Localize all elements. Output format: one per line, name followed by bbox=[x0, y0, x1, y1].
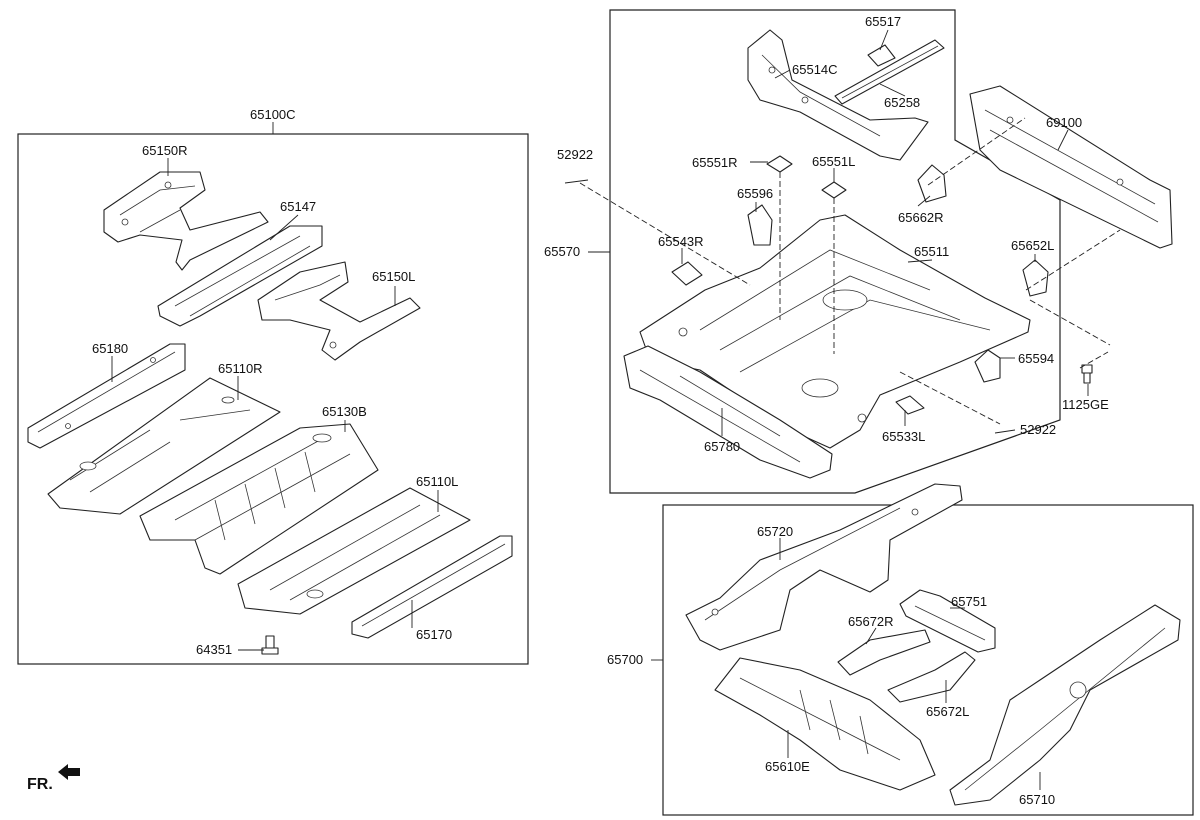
part-65672R bbox=[837, 629, 931, 676]
label-65110L: 65110L bbox=[416, 474, 459, 489]
part-65180 bbox=[27, 343, 186, 449]
label-65258: 65258 bbox=[884, 95, 921, 110]
label-65672L: 65672L bbox=[926, 704, 970, 719]
label-65170: 65170 bbox=[416, 627, 453, 642]
label-65110R: 65110R bbox=[218, 361, 263, 376]
part-52922-b bbox=[994, 429, 1016, 434]
label-65710: 65710 bbox=[1019, 792, 1056, 807]
label-65150R: 65150R bbox=[142, 143, 188, 158]
label-65180: 65180 bbox=[92, 341, 129, 356]
part-65258 bbox=[834, 39, 945, 105]
part-65652L bbox=[1022, 259, 1049, 297]
label-65672R: 65672R bbox=[848, 614, 894, 629]
label-65130B: 65130B bbox=[322, 404, 367, 419]
label-65652L: 65652L bbox=[1011, 238, 1055, 253]
label-65596: 65596 bbox=[737, 186, 774, 201]
part-65150R bbox=[103, 171, 269, 271]
part-65147 bbox=[157, 225, 323, 327]
label-65700: 65700 bbox=[607, 652, 644, 667]
label-52922-b: 52922 bbox=[1020, 422, 1057, 437]
part-65672L bbox=[887, 651, 976, 703]
label-65610E: 65610E bbox=[765, 759, 810, 774]
part-65517 bbox=[867, 44, 896, 67]
label-65514C: 65514C bbox=[792, 62, 838, 77]
part-65720 bbox=[685, 483, 963, 651]
part-65596 bbox=[747, 204, 773, 246]
part-65610E bbox=[714, 657, 936, 791]
label-65100C: 65100C bbox=[250, 107, 296, 122]
label-1125GE: 1125GE bbox=[1062, 397, 1109, 412]
label-65517: 65517 bbox=[865, 14, 902, 29]
rear-floor-frame bbox=[609, 9, 1061, 494]
part-65551L bbox=[821, 181, 847, 199]
label-65551L: 65551L bbox=[812, 154, 856, 169]
part-65543R bbox=[671, 261, 703, 286]
part-65514C bbox=[747, 29, 929, 161]
label-65543R: 65543R bbox=[658, 234, 704, 249]
label-65150L: 65150L bbox=[372, 269, 416, 284]
label-65511: 65511 bbox=[914, 244, 950, 259]
part-64351 bbox=[261, 635, 279, 655]
label-65751: 65751 bbox=[951, 594, 988, 609]
label-65551R: 65551R bbox=[692, 155, 738, 170]
part-65130B bbox=[139, 423, 379, 575]
part-69100 bbox=[969, 85, 1173, 249]
label-52922-a: 52922 bbox=[557, 147, 594, 162]
label-65533L: 65533L bbox=[882, 429, 926, 444]
front-direction-label: FR. bbox=[27, 776, 53, 793]
part-65170 bbox=[351, 535, 513, 639]
part-65594 bbox=[974, 349, 1001, 383]
part-65662R bbox=[917, 164, 947, 203]
label-65594: 65594 bbox=[1018, 351, 1055, 366]
part-65551R bbox=[766, 155, 793, 173]
front-arrow-icon bbox=[58, 764, 80, 780]
label-65720: 65720 bbox=[757, 524, 794, 539]
part-65110R bbox=[47, 377, 281, 515]
part-65150L bbox=[257, 261, 421, 361]
part-65110L bbox=[237, 487, 471, 615]
part-65780 bbox=[623, 345, 833, 479]
part-65751 bbox=[899, 589, 996, 653]
label-64351: 64351 bbox=[196, 642, 233, 657]
label-65570: 65570 bbox=[544, 244, 581, 259]
part-65710 bbox=[949, 604, 1181, 806]
label-65147: 65147 bbox=[280, 199, 317, 214]
label-65662R: 65662R bbox=[898, 210, 944, 225]
label-69100: 69100 bbox=[1046, 115, 1083, 130]
part-1125GE bbox=[1081, 364, 1093, 384]
part-65533L bbox=[895, 395, 925, 415]
label-65780: 65780 bbox=[704, 439, 741, 454]
part-52922-a bbox=[564, 179, 589, 184]
